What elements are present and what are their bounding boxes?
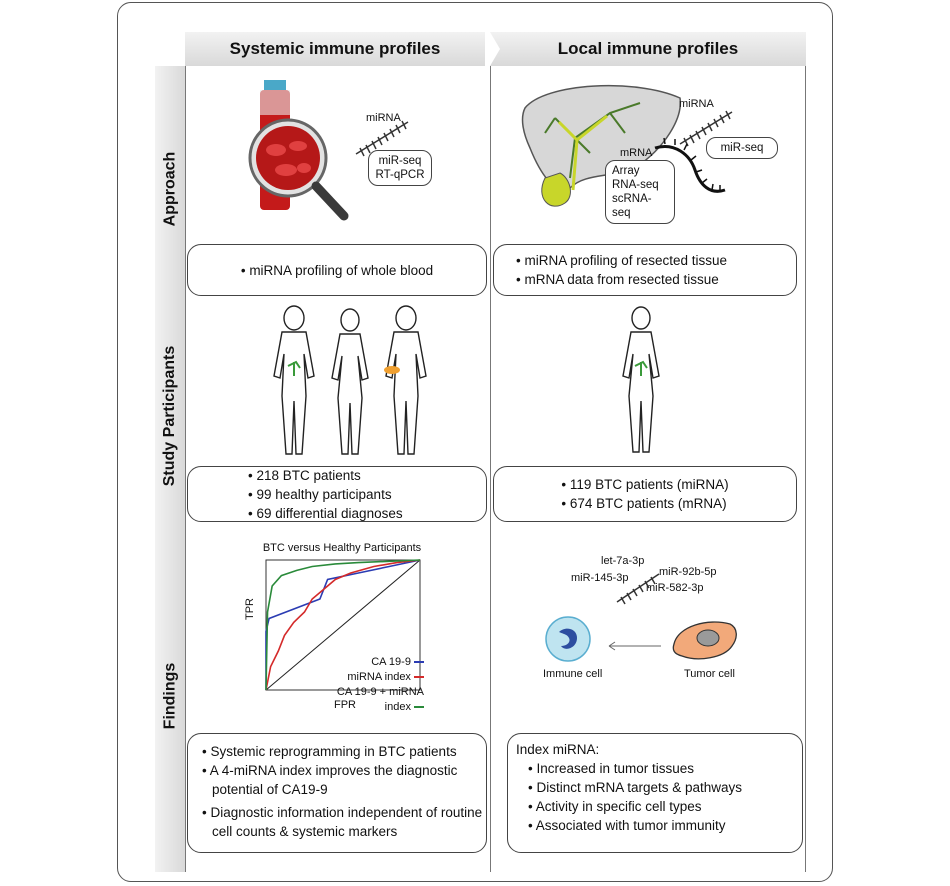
mirna-strand-icon-findings (616, 573, 660, 605)
tumor-cell-icon (672, 621, 737, 660)
header-local: Local immune profiles (490, 32, 806, 66)
mirna-let7a: let-7a-3p (601, 555, 645, 567)
participants-left-3: 69 differential diagnoses (248, 504, 402, 523)
participants-left-box: 218 BTC patients 99 healthy participants… (187, 466, 487, 522)
method-rna-seq: RNA-seq (612, 179, 659, 191)
approach-left-methods: miR-seq RT-qPCR (368, 150, 432, 186)
approach-left-summary: miRNA profiling of whole blood (241, 261, 433, 280)
blood-tube-magnifier-icon (248, 80, 349, 221)
participants-right-1: 119 BTC patients (miRNA) (561, 475, 729, 494)
roc-chart (265, 559, 421, 691)
approach-right-mrna-methods: Array RNA-seq scRNA-seq (605, 160, 675, 224)
approach-right-summary-1: miRNA profiling of resected tissue (516, 251, 727, 270)
header-systemic: Systemic immune profiles (185, 32, 485, 66)
chart-xlabel: FPR (334, 699, 356, 711)
approach-right-mirna-method: miR-seq (706, 137, 778, 159)
roc-series-2 (265, 559, 421, 691)
findings-left-2: A 4-miRNA index improves the diagnostic … (202, 761, 486, 799)
section-participants: Study Participants (155, 296, 185, 536)
legend-mirna-label: miRNA index (347, 671, 411, 683)
approach-right-mrna-label: mRNA (620, 147, 653, 159)
method-array: Array (612, 165, 640, 177)
findings-right-1: Increased in tumor tissues (528, 759, 802, 778)
approach-right-summary-2: mRNA data from resected tissue (516, 270, 727, 289)
chart-title: BTC versus Healthy Participants (262, 542, 422, 554)
participant-single-icon (622, 306, 660, 453)
participants-left-1: 218 BTC patients (248, 466, 403, 485)
participants-right-box: 119 BTC patients (miRNA) 674 BTC patient… (493, 466, 797, 522)
approach-left-summary-box: miRNA profiling of whole blood (187, 244, 487, 296)
roc-series-1 (265, 559, 421, 691)
findings-left-box: Systemic reprogramming in BTC patients A… (187, 733, 487, 853)
interaction-arrow-icon (608, 641, 661, 651)
column-divider-right (805, 66, 806, 872)
header-systemic-label: Systemic immune profiles (229, 39, 441, 58)
legend-swatch-green (414, 706, 424, 709)
mirna-92b: miR-92b-5p (659, 566, 717, 578)
section-participants-label: Study Participants (161, 345, 179, 487)
findings-left-3: Diagnostic information independent of ro… (202, 803, 486, 841)
method-rt-qpcr: RT-qPCR (375, 169, 425, 181)
chart-diagonal (265, 559, 421, 691)
header-local-label: Local immune profiles (557, 39, 739, 58)
findings-right-2: Distinct mRNA targets & pathways (528, 778, 802, 797)
section-approach-label: Approach (161, 151, 179, 227)
findings-right-4: Associated with tumor immunity (528, 816, 802, 835)
approach-right-mirna-label: miRNA (679, 98, 714, 110)
legend-swatch-blue (414, 661, 424, 664)
participants-right-2: 674 BTC patients (mRNA) (561, 494, 728, 513)
mirna-strand-icon-right (679, 110, 733, 147)
mirna-582: miR-582-3p (646, 582, 704, 594)
method-mir-seq: miR-seq (378, 155, 422, 167)
legend-combined-label: CA 19-9 + miRNA index (336, 686, 424, 713)
findings-right-title: Index miRNA: (516, 742, 600, 757)
immune-cell-label: Immune cell (543, 668, 603, 680)
immune-cell-icon (545, 616, 591, 662)
legend-ca199-label: CA 19-9 (371, 656, 411, 668)
section-findings-label: Findings (161, 662, 178, 730)
approach-right-summary-box: miRNA profiling of resected tissue mRNA … (493, 244, 797, 296)
tumor-cell-label: Tumor cell (684, 668, 735, 680)
section-findings: Findings (155, 520, 185, 872)
participants-left-2: 99 healthy participants (248, 485, 403, 504)
legend-ca199: CA 19-9 (314, 655, 424, 670)
mrna-strand-icon (654, 137, 726, 193)
section-approach: Approach (155, 66, 185, 312)
chart-legend: CA 19-9 miRNA index CA 19-9 + miRNA inde… (314, 655, 424, 715)
legend-combined: CA 19-9 + miRNA index (314, 685, 424, 715)
column-divider-center (490, 66, 491, 872)
findings-left-1: Systemic reprogramming in BTC patients (202, 742, 486, 761)
approach-left-mirna-label: miRNA (366, 112, 401, 124)
method-scrna-seq: scRNA-seq (612, 193, 652, 219)
legend-mirna: miRNA index (314, 670, 424, 685)
findings-right-box: Index miRNA: Increased in tumor tissues … (507, 733, 803, 853)
column-divider-left (185, 66, 186, 872)
chart-frame (265, 559, 421, 691)
mirna-145: miR-145-3p (571, 572, 629, 584)
chart-ylabel: TPR (244, 598, 256, 620)
participants-group-icon (273, 305, 427, 455)
findings-right-3: Activity in specific cell types (528, 797, 802, 816)
legend-swatch-red (414, 676, 424, 679)
mirna-strand-icon (355, 120, 409, 157)
